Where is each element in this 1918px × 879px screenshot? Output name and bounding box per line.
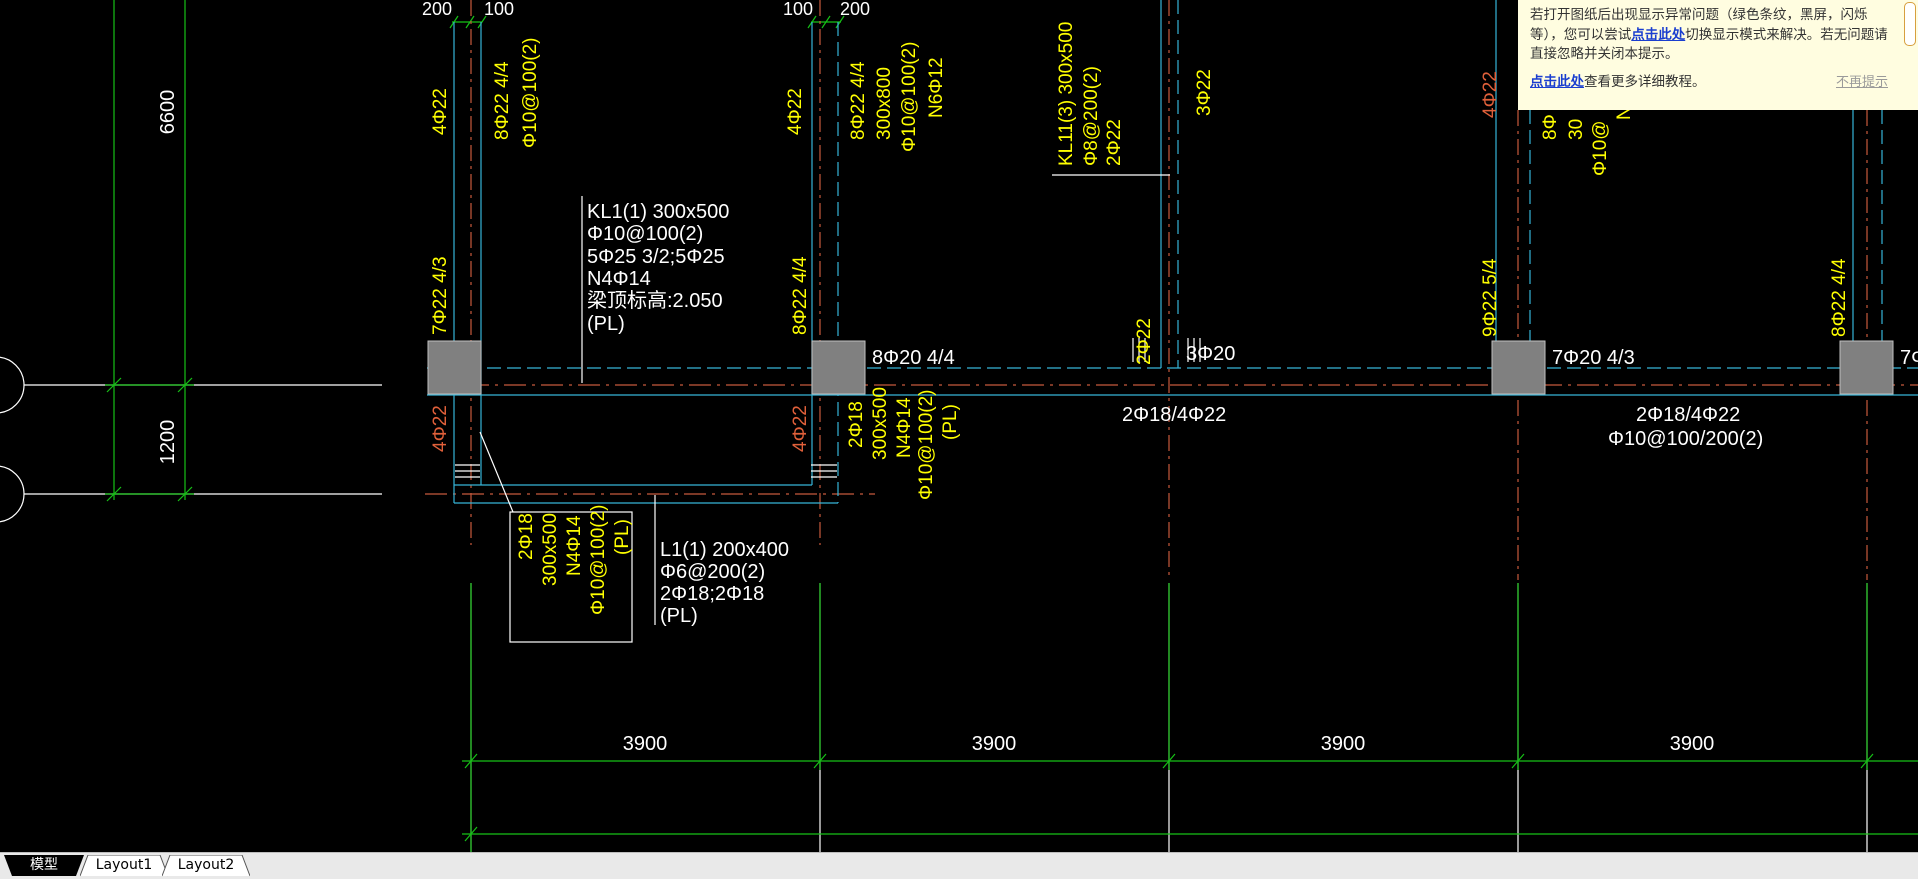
dim-1200: 1200	[157, 420, 179, 465]
beam-right-3-a: 7Φ20 4/3	[1552, 347, 1635, 369]
top-dim-ticks	[449, 15, 845, 29]
mid-3phi22: 3Φ22	[1194, 69, 1215, 116]
beam-right-1-label: 8Φ20 4/4	[872, 347, 955, 369]
l1-annotation: L1(1) 200x400 Φ6@200(2) 2Φ18;2Φ18 (PL)	[660, 539, 789, 627]
dim-bay-3: 3900	[1321, 733, 1366, 755]
l1box-e: (PL)	[612, 519, 633, 555]
beam-low1-e: (PL)	[940, 404, 961, 440]
l1-line4: (PL)	[660, 605, 698, 627]
tab-model[interactable]: 模型	[4, 855, 84, 876]
dim-top-200-left: 200	[422, 0, 452, 19]
col3-top: 4Φ22	[1480, 71, 1501, 118]
layout-tab-bar: 模型 Layout1 Layout2	[0, 852, 1918, 879]
tab-layout2-label: Layout2	[177, 857, 235, 873]
l1-line3: 2Φ18;2Φ18	[660, 583, 764, 605]
leader-lines	[479, 174, 1170, 643]
l1box-b: 300x500	[540, 513, 561, 586]
beam-right-3-c: Φ10@100/200(2)	[1608, 428, 1763, 450]
cad-drawing-canvas[interactable]: 6600 1200 200 100 100 200	[0, 0, 1918, 852]
notice-scrollbar[interactable]	[1904, 2, 1916, 46]
tab-model-shape	[4, 855, 84, 876]
notice-text-2: 切换显示模式来解决。若无问题请直接忽略并关闭本提示。	[1530, 26, 1888, 63]
frag-right-a: 8Φ	[1540, 114, 1561, 140]
col2-mid: 8Φ22 4/4	[790, 256, 811, 335]
axis-bubbles-left	[0, 356, 382, 523]
display-issue-notice: 若打开图纸后出现显示异常问题（绿色条纹，黑屏，闪烁等），您可以尝试点击此处切换显…	[1518, 0, 1918, 110]
columns	[427, 340, 1894, 395]
kl1-line6: (PL)	[587, 313, 625, 335]
l1-line1: L1(1) 200x400	[660, 539, 789, 561]
kl1-line3: 5Φ25 3/2;5Φ25	[587, 246, 725, 268]
beam-outlines	[427, 0, 1918, 504]
tab-layout2-shape	[162, 855, 250, 877]
beam-low1-a: 2Φ18	[846, 401, 867, 448]
kl1-line2: Φ10@100(2)	[587, 223, 703, 245]
tab-model-label: 模型	[30, 857, 58, 873]
kl11-b: Φ8@200(2)	[1081, 66, 1102, 166]
tab-layout2[interactable]: Layout2	[162, 855, 250, 877]
notice-footer: 点击此处查看更多详细教程。 不再提示	[1530, 73, 1896, 93]
notice-text-1: 若打开图纸后出现显示异常问题（绿色条纹，黑屏，闪烁等），您可以尝试	[1530, 7, 1868, 43]
notice-dismiss-link[interactable]: 不再提示	[1835, 74, 1888, 90]
dim-top-200-mid: 200	[840, 0, 870, 19]
dim-top-100-mid: 100	[783, 0, 813, 19]
notice-tutorial-link[interactable]: 点击此处	[1530, 73, 1584, 90]
l1box-c: N4Φ14	[564, 515, 585, 576]
kl1-line4: N4Φ14	[587, 268, 651, 290]
kl11-a: KL11(3) 300x500	[1056, 22, 1077, 166]
col2-top-c: 300x800	[874, 67, 895, 140]
l1-line2: Φ6@200(2)	[660, 561, 765, 583]
col1-mid: 7Φ22 4/3	[430, 256, 451, 335]
edge-right-a: 7Φ	[1900, 347, 1918, 369]
dim-bay-1: 3900	[623, 733, 668, 755]
col1-top-a: 4Φ22	[430, 88, 451, 135]
kl1-line1: KL1(1) 300x500	[587, 201, 729, 223]
col3-mid: 9Φ22 5/4	[1480, 258, 1501, 337]
mid-3phi20: 3Φ20	[1186, 343, 1235, 365]
col1-top-b: 8Φ22 4/4	[492, 61, 513, 140]
col2-top-b: 8Φ22 4/4	[848, 61, 869, 140]
tab-layout1-shape	[80, 855, 168, 877]
notice-body: 若打开图纸后出现显示异常问题（绿色条纹，黑屏，闪烁等），您可以尝试点击此处切换显…	[1530, 6, 1896, 65]
col2-top-d: Φ10@100(2)	[899, 41, 920, 152]
frag-right-b: 30	[1566, 119, 1587, 140]
frag-right-c: Φ10@	[1590, 120, 1611, 176]
tab-layout1-label: Layout1	[95, 857, 153, 873]
beam-low1-d: Φ10@100(2)	[916, 389, 937, 500]
notice-text-3: 查看更多详细教程。	[1584, 73, 1706, 90]
beam-hatch-marks	[455, 338, 1201, 478]
l1box-a: 2Φ18	[516, 513, 537, 560]
kl11-c: 2Φ22	[1104, 119, 1125, 166]
tab-layout1[interactable]: Layout1	[80, 855, 168, 877]
col2-top-e: N6Φ12	[926, 57, 947, 118]
col2-low: 4Φ22	[790, 405, 811, 452]
mid-2phi22: 2Φ22	[1134, 318, 1155, 365]
dim-bay-4: 3900	[1670, 733, 1715, 755]
beam-low1-b: 300x500	[870, 387, 891, 460]
beam-right-3-b: 2Φ18/4Φ22	[1636, 404, 1740, 426]
mid-2phi18-label: 2Φ18/4Φ22	[1122, 404, 1226, 426]
kl1-line5: 梁顶标高:2.050	[587, 289, 723, 312]
beam-low1-c: N4Φ14	[894, 397, 915, 458]
l1box-d: Φ10@100(2)	[588, 504, 609, 615]
dim-top-100-left: 100	[484, 0, 514, 19]
notice-switch-mode-link[interactable]: 点击此处	[1631, 26, 1686, 43]
kl1-annotation: KL1(1) 300x500 Φ10@100(2) 5Φ25 3/2;5Φ25 …	[587, 201, 729, 335]
col1-low: 4Φ22	[430, 405, 451, 452]
col4-mid: 8Φ22 4/4	[1829, 258, 1850, 337]
col1-top-c: Φ10@100(2)	[520, 37, 541, 148]
dim-bay-2: 3900	[972, 733, 1017, 755]
dim-6600: 6600	[157, 90, 179, 135]
bottom-dimension-line	[462, 583, 1918, 852]
col2-top-a: 4Φ22	[785, 88, 806, 135]
dimension-lines-left	[105, 0, 194, 502]
